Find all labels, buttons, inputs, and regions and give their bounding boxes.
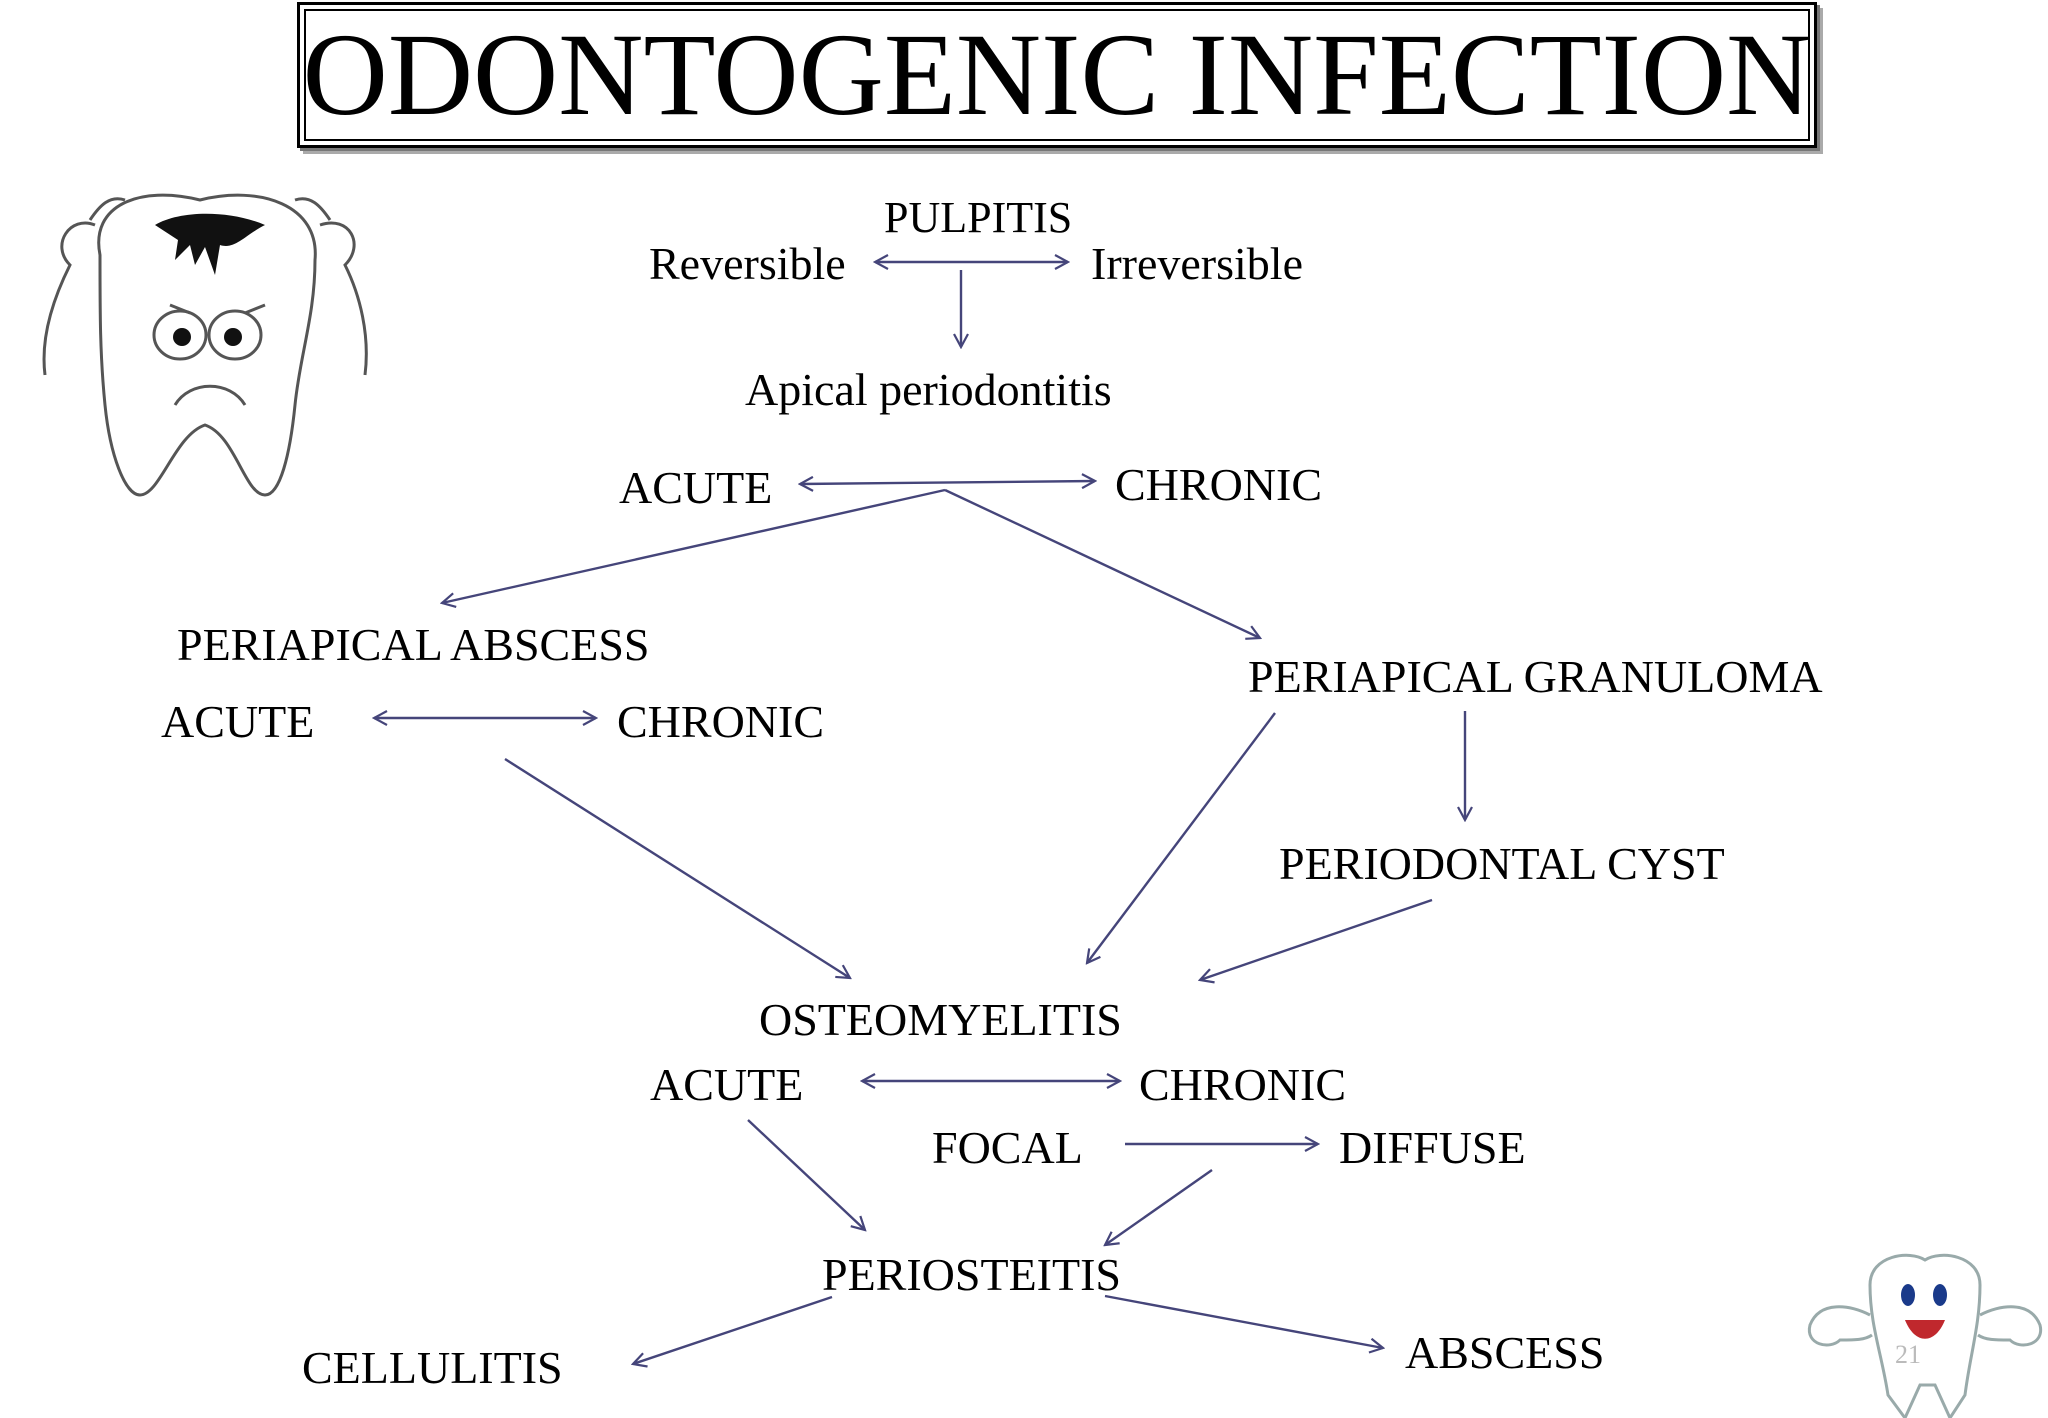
node-cellulitis: CELLULITIS: [302, 1342, 563, 1393]
arrow-cyst-to-osteomyelitis: [1200, 898, 1433, 980]
node-chronic-3: CHRONIC: [1139, 1059, 1347, 1110]
arrow-to-periapical-abscess: [442, 488, 946, 603]
node-acute-3: ACUTE: [650, 1059, 804, 1110]
node-chronic-2: CHRONIC: [617, 696, 825, 747]
arrow-periosteitis-to-abscess: [1104, 1294, 1383, 1348]
node-periodontal-cyst: PERIODONTAL CYST: [1279, 838, 1725, 889]
node-acute-1: ACUTE: [619, 462, 773, 513]
arrow-diffuse-to-periosteitis: [1105, 1169, 1213, 1245]
node-chronic-1: CHRONIC: [1115, 459, 1323, 510]
node-osteomyelitis: OSTEOMYELITIS: [759, 994, 1122, 1045]
arrow-abscess-to-osteomyelitis: [504, 757, 850, 978]
arrow-periosteitis-to-cellulitis: [633, 1295, 833, 1364]
slide-number: 21: [1895, 1340, 1921, 1369]
arrow-acute-to-periosteitis: [747, 1119, 865, 1230]
strong-tooth-icon: [1807, 1253, 2043, 1418]
worried-tooth-icon: [42, 193, 368, 497]
arrow-granuloma-to-osteomyelitis: [1087, 712, 1276, 963]
node-irreversible: Irreversible: [1091, 238, 1303, 289]
node-periapical-granuloma: PERIAPICAL GRANULOMA: [1248, 651, 1823, 702]
node-focal: FOCAL: [932, 1122, 1083, 1173]
page-title: ODONTOGENIC INFECTION: [302, 9, 1812, 140]
node-pulpitis: PULPITIS: [884, 193, 1073, 242]
node-apical-periodontitis: Apical periodontitis: [745, 364, 1112, 415]
node-diffuse: DIFFUSE: [1339, 1122, 1526, 1173]
node-abscess: ABSCESS: [1405, 1327, 1605, 1378]
node-reversible: Reversible: [649, 238, 846, 289]
arrow-to-periapical-granuloma: [944, 488, 1260, 638]
title-box: ODONTOGENIC INFECTION: [297, 2, 1817, 148]
node-periapical-abscess: PERIAPICAL ABSCESS: [177, 619, 650, 670]
arrow-acute-chronic-1: [800, 481, 1095, 484]
node-periosteitis: PERIOSTEITIS: [822, 1249, 1121, 1300]
node-acute-2: ACUTE: [161, 696, 315, 747]
